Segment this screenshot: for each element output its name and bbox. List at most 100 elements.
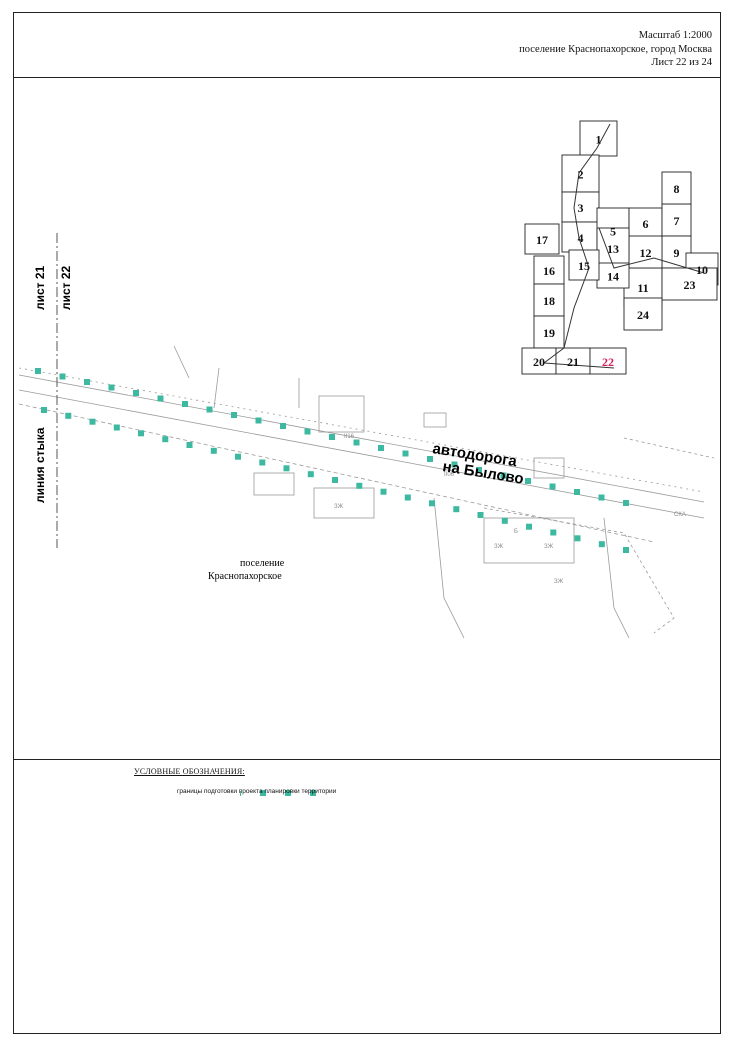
building-5 [313, 487, 375, 519]
building-4 [483, 517, 575, 564]
boundary-marker [210, 447, 217, 454]
building-2 [423, 412, 447, 428]
index-sheet-cell [661, 203, 692, 237]
index-sheet-label: 1 [596, 133, 602, 147]
parcel-lines [173, 345, 300, 409]
index-sheet-label: 12 [640, 246, 652, 260]
sheet-number-text: Лист 22 из 24 [651, 57, 712, 68]
index-sheet-label: 18 [543, 294, 555, 308]
sheet-22-label: лист 22 [59, 265, 73, 310]
index-sheet-cell [568, 249, 600, 281]
index-sheet-label: 6 [643, 217, 649, 231]
boundary-marker [255, 417, 262, 424]
boundary-marker [378, 445, 384, 451]
boundary-marker [65, 412, 72, 419]
index-sheet-cell [661, 267, 718, 301]
boundary-marker [404, 494, 411, 501]
boundary-marker [235, 453, 241, 460]
index-sheet-label: 4 [578, 231, 584, 245]
index-sheet-cell [533, 315, 565, 349]
map-small-label: ЗЖ [544, 544, 554, 550]
parcel-boundary-2 [623, 437, 715, 459]
map-small-label: СКА [674, 512, 686, 518]
boundary-marker [304, 428, 311, 435]
index-sheet-label: 14 [607, 270, 619, 284]
index-sheet-cell [661, 171, 692, 205]
map-small-label: ІІ16 [344, 434, 355, 440]
index-sheet-cell [623, 297, 663, 331]
index-sheet-label: 24 [637, 308, 649, 322]
building-3 [533, 457, 565, 479]
boundary-marker [380, 488, 387, 495]
index-sheet-label: 3 [578, 201, 584, 215]
boundary-marker [429, 500, 435, 507]
base-map [18, 345, 715, 639]
scale-text: Масштаб 1:2000 [638, 30, 712, 41]
boundary-marker [280, 423, 286, 429]
boundary-marker [332, 477, 338, 483]
map-small-label: ЗЖ [494, 544, 504, 550]
legend-title: УСЛОВНЫЕ ОБОЗНАЧЕНИЯ: [134, 767, 245, 776]
index-sheet-label: 21 [567, 355, 579, 369]
boundary-marker [549, 483, 556, 490]
sheet-frame [13, 12, 721, 1034]
boundary-marker [501, 517, 508, 524]
settlement-label-line1: поселение [240, 558, 285, 569]
base-map-labels: ІІ16 ІІ06 ЗЖ ЗЖ Б ЗЖ ЗЖ СКА [334, 434, 686, 585]
index-sheet-label: 10 [696, 263, 708, 277]
map-canvas: ІІ16 ІІ06 ЗЖ ЗЖ Б ЗЖ ЗЖ СКА лист 21 лист… [18, 120, 719, 639]
map-small-label: ІІ06 [444, 472, 455, 478]
boundary-marker [41, 407, 47, 413]
boundary-marker [623, 500, 629, 506]
boundary-marker [427, 456, 433, 462]
boundary-marker [186, 442, 193, 448]
index-sheet-cell [533, 255, 565, 285]
building-6 [253, 472, 295, 496]
location-text: поселение Краснопахорское, город Москва [519, 44, 712, 55]
boundary-marker [108, 384, 115, 391]
boundary-marker [500, 472, 507, 479]
index-sheet-cell [555, 347, 591, 375]
map-small-label: ЗЖ [334, 504, 344, 510]
index-sheet-label: 8 [674, 182, 680, 196]
boundary-marker [182, 401, 188, 407]
road-edge-south [18, 389, 705, 519]
boundary-marker [356, 482, 363, 489]
boundary-marker [35, 368, 41, 374]
legend-item-label: границы подготовки проекта планировки те… [177, 788, 337, 795]
boundary-marker [598, 494, 605, 501]
index-sheet-label: 11 [637, 281, 648, 295]
header-separator [13, 77, 721, 78]
map-small-label: ЗЖ [554, 579, 564, 585]
index-sheet-cell [596, 227, 630, 269]
sheet-21-label: лист 21 [33, 265, 47, 310]
road-edge-outer [18, 403, 655, 543]
map-small-label: Б [514, 529, 518, 535]
boundary-marker [525, 478, 531, 484]
index-sheet-label: 16 [543, 264, 555, 278]
index-sheet-label: 23 [684, 278, 696, 292]
boundary-marker [329, 434, 335, 440]
boundary-marker [231, 412, 237, 418]
boundary-marker [138, 430, 144, 437]
boundary-marker [206, 406, 213, 413]
index-sheet-cell [661, 235, 692, 269]
boundary-marker [59, 373, 66, 380]
boundary-marker [526, 523, 532, 530]
boundary-marker [353, 439, 360, 446]
building-1 [318, 395, 365, 433]
boundary-marker [259, 459, 266, 466]
index-route-line [542, 123, 705, 369]
index-sheet-label: 2 [578, 168, 584, 182]
index-current-sheet-label: 22 [602, 355, 614, 369]
index-sheet-label: 15 [578, 259, 590, 273]
index-sheet-cell [589, 347, 627, 375]
index-sheet-cell [521, 347, 557, 375]
index-sheet-cell [524, 223, 560, 255]
boundary-marker [574, 535, 581, 542]
index-sheet-label: 7 [674, 214, 680, 228]
boundary-marker [84, 379, 90, 385]
boundary-marker [623, 547, 629, 553]
parcel-boundary [483, 507, 675, 634]
